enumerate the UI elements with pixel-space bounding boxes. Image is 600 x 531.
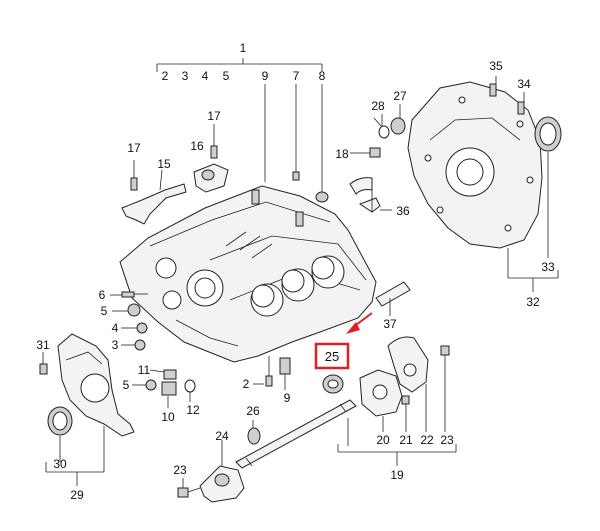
callout-32: 32 [526,295,540,309]
callout-28: 28 [371,99,385,113]
callout-5: 5 [223,69,230,83]
callout-23-b: 23 [173,463,187,477]
callout-4: 4 [202,69,209,83]
front-cover [57,333,135,437]
callout-2-b: 2 [243,377,250,391]
sensor-16 [193,124,229,193]
callout-3: 3 [182,69,189,83]
o-ring-28 [378,114,390,139]
engine-block [119,185,377,363]
callout-19: 19 [390,468,404,482]
callout-25: 25 [325,349,339,364]
callout-4-b: 4 [112,321,119,335]
small-parts-center [145,369,196,408]
callout-20: 20 [376,433,390,447]
group-bracket-29 [45,426,105,486]
callout-15: 15 [157,157,171,171]
callout-9-b: 9 [284,391,291,405]
callout-29: 29 [70,488,84,502]
left-small-parts [121,291,148,351]
group-bracket-1 [156,58,323,192]
bolt-35 [489,76,497,97]
highlight-box-25 [314,342,350,370]
callout-17-a: 17 [207,109,221,123]
callout-labels: 1 2 3 4 5 9 7 8 35 34 27 28 17 16 17 15 … [36,41,555,502]
bolt-2 [258,356,273,387]
callout-33: 33 [541,260,555,274]
leader-lines [110,117,382,386]
callout-11: 11 [138,363,151,377]
callout-18: 18 [335,147,349,161]
bolt-23-lower [177,478,201,498]
callout-16: 16 [190,139,204,153]
seal-30 [47,406,73,462]
sleeve-9 [279,357,291,390]
tube-37 [375,281,411,316]
group-bracket-32 [507,248,559,292]
callout-23-a: 23 [440,433,454,447]
callout-30: 30 [53,457,67,471]
plug-8 [315,191,329,203]
highlight-arrow [346,312,373,334]
shaft [235,399,357,469]
callout-21: 21 [399,433,413,447]
bearing-26 [247,420,261,445]
timing-cover [407,81,543,249]
callout-9: 9 [262,69,269,83]
callout-24: 24 [215,429,229,443]
bearing-25 [322,374,344,394]
callout-2: 2 [162,69,169,83]
callout-5-c: 5 [123,378,130,392]
callout-10: 10 [161,410,175,424]
callout-34: 34 [517,77,531,91]
callout-17-b: 17 [127,141,141,155]
callout-26: 26 [246,404,260,418]
callout-36: 36 [396,204,410,218]
bracket-15 [121,160,187,225]
bracket-36 [349,177,392,213]
plug-27 [390,104,406,135]
callout-37: 37 [383,317,397,331]
callout-8: 8 [319,69,326,83]
callout-1: 1 [240,41,247,55]
group-bracket-19 [337,418,457,466]
plug-18 [356,147,381,158]
callout-7: 7 [293,69,300,83]
callout-12: 12 [186,403,200,417]
pin-7 [292,171,300,181]
bolt-31 [39,352,48,375]
callout-3-b: 3 [112,338,119,352]
callout-35: 35 [489,59,503,73]
bolt-34 [517,92,525,115]
seal-33 [534,116,562,258]
callout-31: 31 [36,338,50,352]
callout-6: 6 [99,288,106,302]
callout-22: 22 [420,433,434,447]
callout-27: 27 [393,89,407,103]
pump-assembly [359,336,450,432]
callout-5-b: 5 [101,304,108,318]
lever-24 [199,440,245,503]
